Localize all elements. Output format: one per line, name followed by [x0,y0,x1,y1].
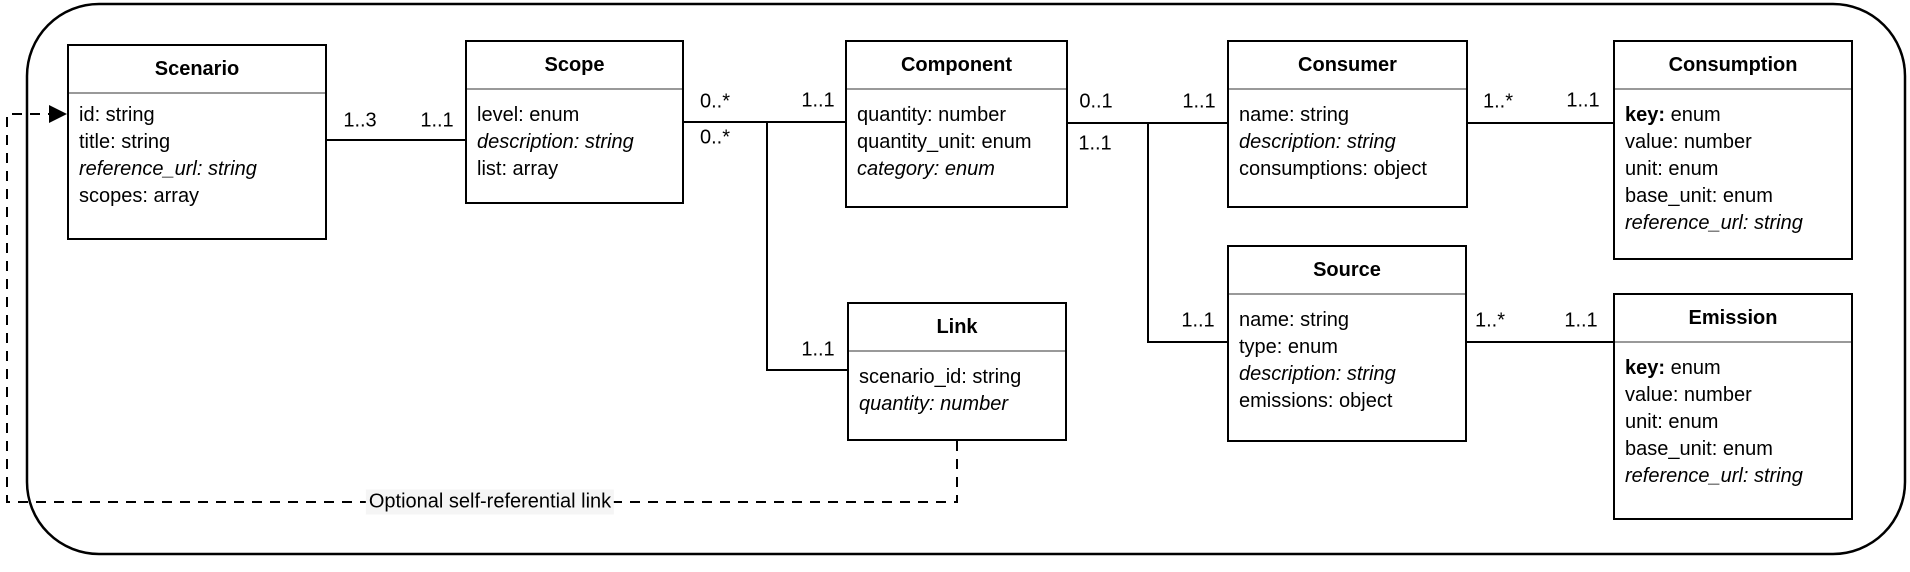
arrowhead-icon [49,105,67,123]
multiplicity-source-emission-end: 1..* [1474,309,1506,332]
attribute-category: category: enum [857,158,995,180]
attribute-value: value: number [1625,131,1752,153]
entity-title-consumption: Consumption [1615,42,1851,90]
entity-attributes-component: quantity: number quantity_unit: enum categ… [847,90,1066,183]
multiplicity-emission-end: 1..1 [1564,309,1598,332]
attribute-emissions: emissions: object [1239,390,1393,412]
entity-emission: Emission key: enum value: number unit: enu… [1613,293,1853,520]
attribute-value: value: number [1625,384,1752,406]
attribute-unit: unit: enum [1625,411,1719,433]
entity-consumer: Consumer name: string description: string… [1227,40,1468,208]
edge-link-scenario-dashed [6,113,958,503]
attribute-reference_url: reference_url: string [1625,212,1803,234]
multiplicity-component-end: 1..1 [801,89,835,112]
entity-attributes-consumption: key: enum value: number unit: enum base_uni… [1615,90,1851,237]
edge-scope-link [684,121,847,371]
attribute-unit: unit: enum [1625,158,1719,180]
attribute-scopes: scopes: array [79,185,200,207]
entity-attributes-scenario: id: string title: string reference_url: st… [69,94,325,210]
entity-attributes-consumer: name: string description: string consumpti… [1229,90,1466,183]
attribute-quantity: quantity: number [859,393,1008,415]
multiplicity-scope-component-end: 0..* [699,90,731,113]
entity-title-link: Link [849,304,1065,352]
attribute-level: level: enum [477,104,580,126]
edge-component-source [1068,122,1227,343]
entity-attributes-emission: key: enum value: number unit: enum base_uni… [1615,343,1851,490]
attribute-reference_url: reference_url: string [1625,465,1803,487]
multiplicity-component-source-end: 1..1 [1078,132,1112,155]
attribute-consumptions: consumptions: object [1239,158,1427,180]
attribute-quantity_unit: quantity_unit: enum [857,131,1032,153]
attribute-key: key: enum [1625,357,1721,379]
attribute-description: description: string [1239,363,1396,385]
entity-title-source: Source [1229,247,1465,295]
entity-component: Component quantity: number quantity_unit:… [845,40,1068,208]
entity-attributes-scope: level: enum description: string list: arra… [467,90,682,183]
entity-attributes-source: name: string type: enum description: strin… [1229,295,1465,415]
attribute-description: description: string [477,131,634,153]
attribute-description: description: string [1239,131,1396,153]
attribute-type: type: enum [1239,336,1338,358]
multiplicity-scope-end: 1..1 [420,109,454,132]
multiplicity-link-end: 1..1 [801,338,835,361]
entity-scope: Scope level: enum description: string list… [465,40,684,204]
attribute-base_unit: base_unit: enum [1625,185,1773,207]
entity-consumption: Consumption key: enum value: number unit: … [1613,40,1853,260]
entity-title-scenario: Scenario [69,46,325,94]
attribute-base_unit: base_unit: enum [1625,438,1773,460]
multiplicity-scenario-end: 1..3 [343,109,377,132]
entity-title-component: Component [847,42,1066,90]
multiplicity-consumer-consumption-end: 1..* [1482,90,1514,113]
attribute-scenario_id: scenario_id: string [859,366,1022,388]
multiplicity-scope-link-end: 0..* [699,126,731,149]
attribute-key: key: enum [1625,104,1721,126]
entity-attributes-link: scenario_id: string quantity: number [849,352,1065,418]
entity-title-scope: Scope [467,42,682,90]
multiplicity-consumer-end: 1..1 [1182,90,1216,113]
diagram-rounded-border [25,2,1907,556]
multiplicity-source-end: 1..1 [1181,309,1215,332]
attribute-quantity: quantity: number [857,104,1006,126]
entity-title-consumer: Consumer [1229,42,1466,90]
multiplicity-consumption-end: 1..1 [1566,89,1600,112]
multiplicity-component-consumer-end: 0..1 [1079,90,1113,113]
attribute-name: name: string [1239,104,1350,126]
entity-source: Source name: string type: enum description… [1227,245,1467,442]
self-referential-link-label: Optional self-referential link [365,489,615,515]
attribute-list: list: array [477,158,559,180]
attribute-title: title: string [79,131,171,153]
entity-scenario: Scenario id: string title: string referenc… [67,44,327,240]
entity-title-emission: Emission [1615,295,1851,343]
entity-link: Link scenario_id: string quantity: number [847,302,1067,441]
attribute-reference_url: reference_url: string [79,158,257,180]
attribute-id: id: string [79,104,155,126]
attribute-name: name: string [1239,309,1350,331]
